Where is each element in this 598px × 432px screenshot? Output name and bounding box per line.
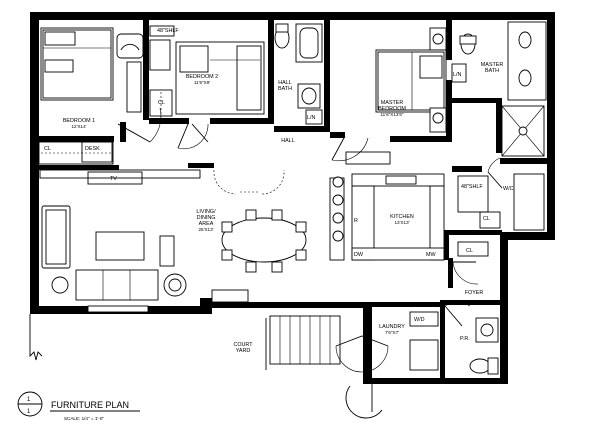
master-bedroom-name1: MASTER (381, 100, 404, 106)
master-bath: MASTER BATH (459, 21, 547, 157)
hall-linen-label: L/N (307, 115, 315, 121)
plan-scale: SCALE: 1/4" = 1'-0" (64, 416, 104, 421)
kitchen-name: KITCHEN (390, 214, 414, 220)
hall-bath: HALL BATH L/N (274, 23, 323, 125)
foyer: FOYER (452, 261, 484, 296)
wd-label: W/D (414, 317, 425, 323)
master-bath-name2: BATH (485, 68, 499, 74)
living-name1: LIVING/ (196, 209, 216, 215)
powder-room-label: P.R. (460, 336, 470, 342)
bedroom1-desk-label: DESK (85, 146, 100, 152)
bedroom1-closet-label: CL (44, 146, 51, 152)
bedroom2-closet-label: CL (158, 100, 165, 106)
bedroom1-name: BEDROOM 1 (63, 118, 95, 124)
court-yard-name2: YARD (236, 348, 251, 354)
laundry: W/D LAUNDRY 7'6"X7' P.R. (379, 302, 499, 375)
title-marker-top: 1 (27, 397, 31, 403)
master-bedroom-size: 11'6"X13'6" (380, 112, 403, 117)
bedroom-1: CL DESK BEDROOM 1 12'X14' (38, 27, 162, 165)
wc-label: W/C (503, 186, 514, 192)
living-dining: TV LIVING/ DINING (39, 169, 307, 313)
living-name2: DINING (197, 215, 216, 221)
bedroom-2: 48"SHLF CL BEDROOM 2 11'6"X9' (149, 25, 265, 149)
court-yard: COURT YARD (29, 314, 389, 419)
dw-label: DW (354, 252, 364, 258)
plan-title: FURNITURE PLAN (51, 400, 129, 410)
kitchen-closet-label: CL (483, 216, 490, 222)
bedroom1-size: 12'X14' (71, 124, 86, 129)
master-bedroom: L/N MASTER BEDROOM 11'6"X13'6" (331, 27, 467, 165)
bedroom2-shelf-label: 48"SHLF (157, 28, 179, 34)
hall-name: HALL (281, 138, 295, 144)
mw-label: MW (426, 252, 436, 258)
kitchen: 48"SHLF R DW MW KITCHEN 13'X13' W/C CL C… (329, 157, 545, 261)
master-bedroom-name2: BEDROOM (378, 106, 406, 112)
hall-bath-name2: BATH (278, 86, 292, 92)
laundry-size: 7'6"X7' (385, 330, 399, 335)
living-name3: AREA (199, 221, 214, 227)
master-linen-label: L/N (453, 72, 461, 78)
foyer-closet-label: CL (466, 248, 473, 254)
kitchen-shelf-label: 48"SHLF (461, 184, 483, 190)
foyer-name: FOYER (465, 290, 484, 296)
bedroom2-size: 11'6"X9' (194, 80, 210, 85)
hall-bath-name1: HALL (278, 80, 292, 86)
tv-label: TV (110, 176, 117, 182)
title-marker-bottom: 1 (27, 409, 31, 415)
bedroom2-name: BEDROOM 2 (186, 74, 218, 80)
court-yard-name1: COURT (233, 342, 253, 348)
living-size: 25'X13' (198, 227, 213, 232)
master-bath-name1: MASTER (481, 62, 504, 68)
laundry-name: LAUNDRY (379, 324, 405, 330)
fridge-label: R (354, 218, 358, 224)
kitchen-size: 13'X13' (394, 220, 409, 225)
hall: HALL (281, 138, 295, 144)
title-block: 1 1 FURNITURE PLAN SCALE: 1/4" = 1'-0" (17, 391, 140, 421)
